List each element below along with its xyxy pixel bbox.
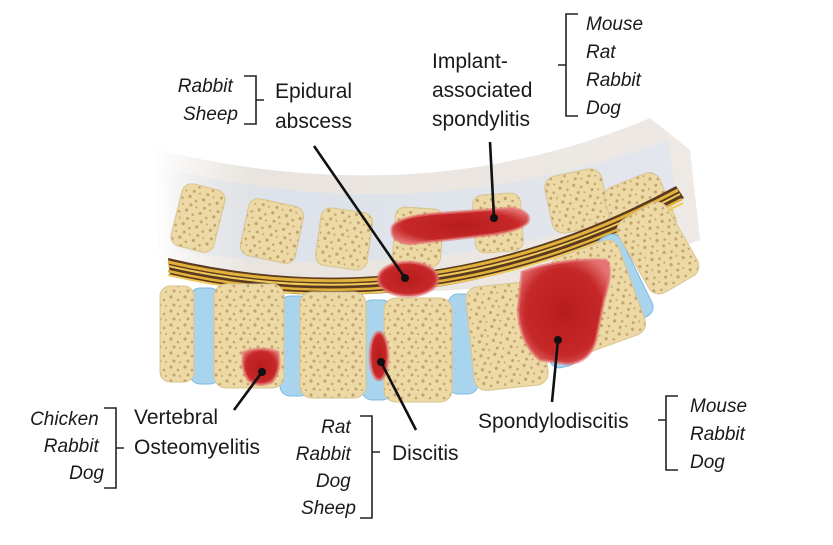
species-epidural: Rabbit Sheep — [178, 76, 238, 125]
label-discitis: Discitis — [392, 442, 459, 465]
condition-labels: Epidural abscess Implant- associated spo… — [134, 50, 629, 465]
leader-spondylodiscitis — [550, 339, 560, 403]
bracket-discitis — [360, 415, 380, 519]
leader-discitis — [379, 361, 418, 431]
species-item: Rabbit — [690, 424, 746, 445]
species-item: Rat — [321, 417, 351, 438]
label-line: Implant- — [432, 50, 508, 73]
species-discitis: Rat Rabbit Dog Sheep — [296, 417, 356, 519]
leader-epidural — [312, 145, 407, 279]
species-osteomyelitis: Chicken Rabbit Dog — [30, 409, 104, 484]
species-item: Mouse — [690, 396, 747, 417]
label-line: Osteomyelitis — [134, 436, 260, 459]
species-item: Rat — [586, 42, 616, 63]
species-lists: Rabbit Sheep Mouse Rat Rabbit Dog Chicke… — [30, 14, 752, 519]
species-item: Mouse — [586, 14, 643, 35]
label-vertebral-osteomyelitis: Vertebral Osteomyelitis — [134, 406, 260, 459]
label-line: abscess — [275, 110, 352, 133]
bracket-spondylodiscitis — [658, 395, 678, 471]
label-line: Vertebral — [134, 406, 218, 429]
spine-illustration — [150, 118, 700, 403]
bracket-osteomyelitis — [104, 407, 124, 489]
species-item: Rabbit — [44, 436, 100, 457]
species-item: Dog — [586, 98, 621, 119]
label-implant-spondylitis: Implant- associated spondylitis — [432, 50, 538, 131]
brackets — [104, 13, 678, 519]
species-item: Sheep — [301, 498, 356, 519]
label-line: Epidural — [275, 80, 352, 103]
species-item: Sheep — [183, 104, 238, 125]
species-item: Dog — [69, 463, 104, 484]
species-item: Dog — [690, 452, 725, 473]
bracket-epidural — [244, 75, 264, 125]
label-line: associated — [432, 79, 532, 102]
label-line: spondylitis — [432, 108, 530, 131]
bracket-implant — [558, 13, 578, 117]
label-epidural-abscess: Epidural abscess — [275, 80, 358, 133]
osteomyelitis-lesion — [241, 347, 281, 387]
species-item: Rabbit — [586, 70, 642, 91]
spondylodiscitis-lesion — [516, 258, 611, 366]
label-spondylodiscitis: Spondylodiscitis — [478, 410, 629, 433]
species-item: Rabbit — [296, 444, 352, 465]
leader-implant — [488, 141, 496, 219]
leader-osteomyelitis — [232, 371, 264, 411]
species-item: Dog — [316, 471, 351, 492]
species-item: Chicken — [30, 409, 99, 430]
species-item: Rabbit — [178, 76, 234, 97]
species-implant: Mouse Rat Rabbit Dog — [586, 14, 648, 119]
species-spondylodiscitis: Mouse Rabbit Dog — [690, 396, 752, 473]
leader-lines — [232, 141, 562, 431]
